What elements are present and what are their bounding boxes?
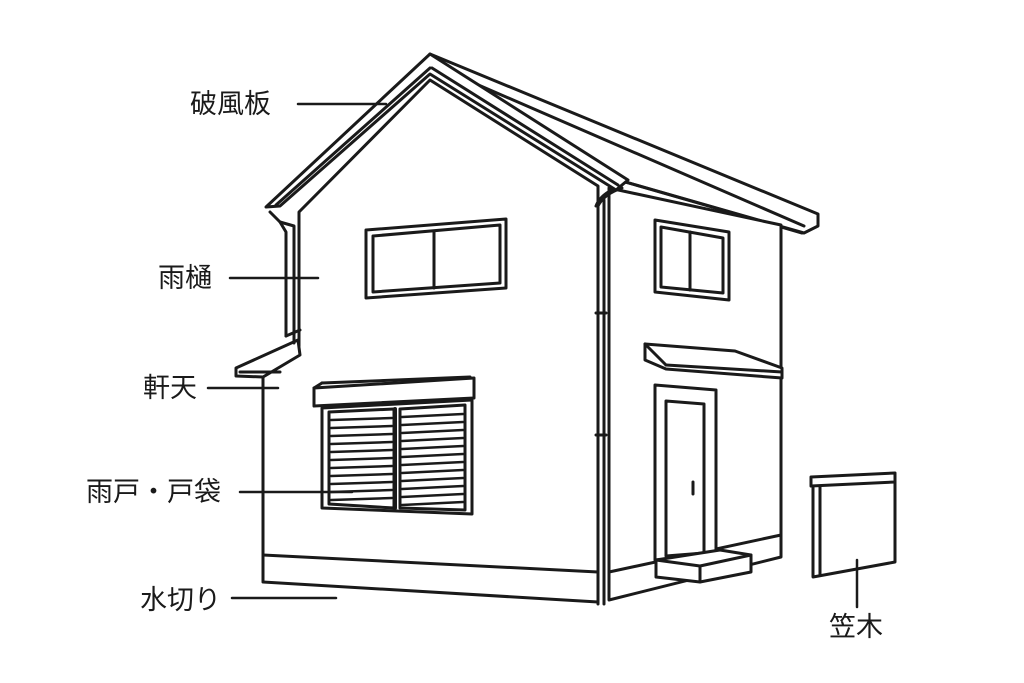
label-wall-coping: 笠木 — [829, 612, 883, 643]
label-rain-gutter: 雨樋 — [158, 263, 212, 294]
corner-downspout — [594, 186, 624, 606]
entrance-step — [654, 548, 753, 584]
barge-board — [264, 52, 630, 209]
entrance-canopy — [643, 342, 784, 380]
storm-shutter — [312, 375, 476, 516]
label-eave-soffit: 軒天 — [143, 373, 197, 404]
left-gutter — [268, 210, 302, 345]
block-wall — [809, 471, 897, 579]
lower-eave — [234, 338, 302, 379]
leader-lines — [206, 102, 859, 609]
front-wall — [246, 78, 600, 604]
upper-side-window — [653, 218, 731, 302]
label-storm-shutter: 雨戸・戸袋 — [86, 477, 221, 508]
label-barge-board: 破風板 — [190, 89, 271, 120]
entrance-door — [653, 383, 718, 562]
label-flashing: 水切り — [140, 585, 221, 616]
upper-front-window — [364, 217, 508, 300]
